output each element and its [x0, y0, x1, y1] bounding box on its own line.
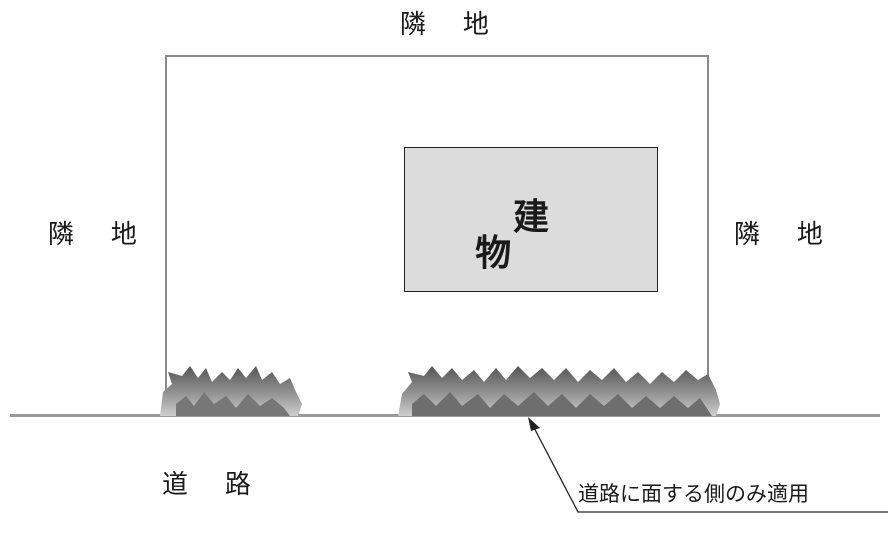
site-boundary [165, 55, 709, 415]
road-label: 道 路 [162, 470, 266, 500]
neighbor-land-left-label: 隣 地 [48, 220, 152, 250]
callout-arrowhead [528, 417, 540, 431]
neighbor-land-right-label: 隣 地 [734, 220, 838, 250]
callout-label: 道路に面する側のみ適用 [578, 482, 809, 506]
callout-pointer [529, 419, 888, 513]
hedge-center [398, 366, 720, 416]
building-box: 建 物 [404, 147, 658, 292]
hedge-left [160, 366, 302, 416]
building-label: 建 物 [475, 197, 625, 274]
neighbor-land-top-label: 隣 地 [400, 10, 504, 40]
